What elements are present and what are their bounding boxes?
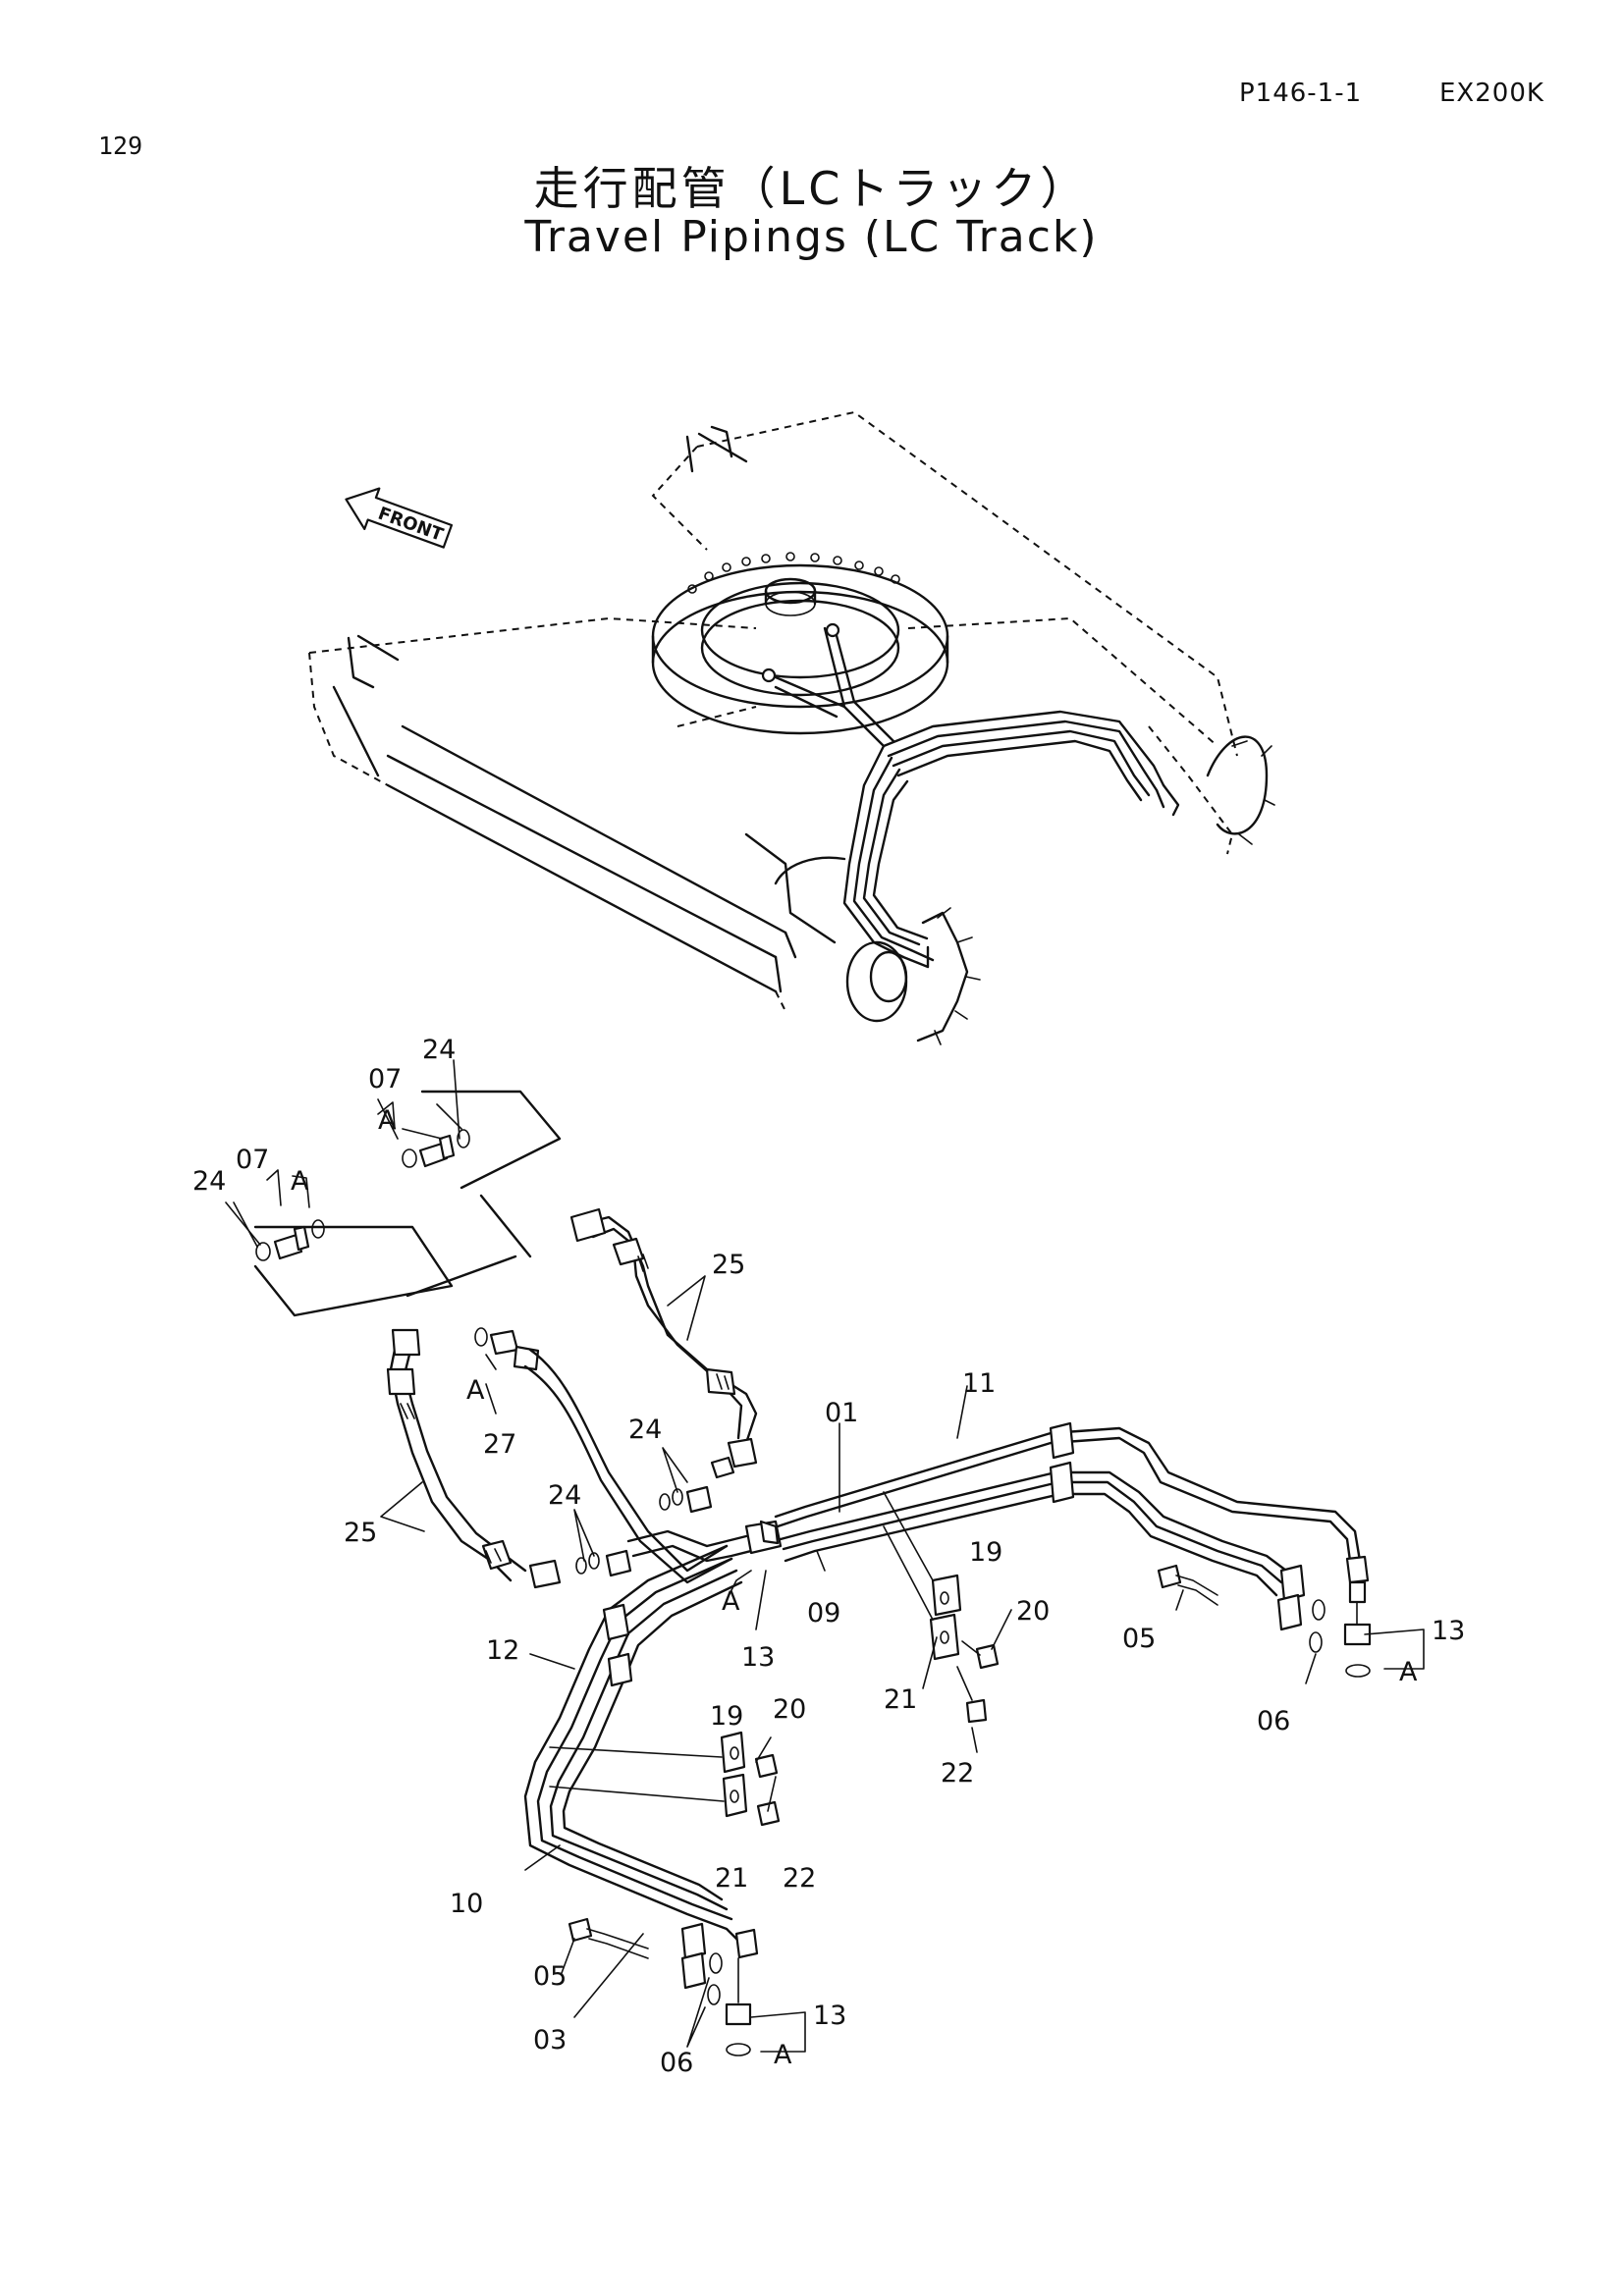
callout-07: 07 — [236, 1145, 269, 1175]
callout-13: 13 — [1432, 1616, 1465, 1646]
callout-19: 19 — [969, 1537, 1002, 1568]
hose-25-right — [569, 1207, 758, 1479]
fitting-group-left — [225, 1169, 325, 1261]
callout-24: 24 — [192, 1166, 226, 1197]
pipe-27 — [474, 1327, 733, 1584]
center-junction — [626, 1520, 783, 1563]
fitting-24-center — [575, 1485, 713, 1577]
callout-22: 22 — [941, 1758, 974, 1789]
callout-03: 03 — [533, 2025, 567, 2056]
callout-10: 10 — [450, 1889, 483, 1919]
callout-a: A — [774, 2040, 792, 2070]
callout-24: 24 — [548, 1480, 581, 1511]
page-title-english: Travel Pipings (LC Track) — [524, 212, 1099, 262]
model-code: EX200K — [1439, 79, 1544, 108]
callout-22: 22 — [783, 1863, 816, 1894]
callout-07: 07 — [368, 1064, 402, 1095]
page-number: 129 — [98, 132, 143, 160]
swing-circle-bolt-holes — [687, 552, 900, 594]
pipe-bundle-lower — [523, 1544, 781, 2056]
callout-05: 05 — [533, 1961, 567, 1992]
leader-lines — [233, 1059, 1425, 2053]
callout-a: A — [291, 1166, 309, 1197]
callout-11: 11 — [962, 1368, 996, 1399]
callout-13: 13 — [813, 2001, 846, 2031]
callout-06: 06 — [1257, 1706, 1290, 1736]
callout-labels: 24 07 A 07 24 A 25 25 27 A 24 24 11 01 0… — [192, 1035, 1465, 2078]
callout-06: 06 — [660, 2048, 693, 2078]
callout-21: 21 — [884, 1684, 917, 1715]
callout-a: A — [378, 1105, 397, 1136]
callout-25: 25 — [712, 1250, 745, 1280]
track-frame-illustration — [308, 410, 1275, 1045]
reference-code: P146-1-1 — [1239, 79, 1363, 108]
callout-12: 12 — [486, 1635, 519, 1666]
pipe-bundle-right — [774, 1421, 1372, 1724]
callout-09: 09 — [807, 1598, 840, 1629]
front-arrow: FRONT — [345, 487, 454, 549]
fitting-group-boxes — [253, 1090, 562, 1317]
callout-25: 25 — [344, 1518, 377, 1548]
callout-a: A — [1399, 1657, 1418, 1687]
callout-13: 13 — [741, 1642, 775, 1673]
fitting-group-upper — [377, 1101, 470, 1168]
callout-01: 01 — [825, 1398, 858, 1428]
callout-24: 24 — [422, 1035, 456, 1065]
callout-a: A — [722, 1586, 740, 1617]
callout-05: 05 — [1122, 1624, 1156, 1654]
callout-27: 27 — [483, 1429, 516, 1460]
callout-24: 24 — [628, 1415, 662, 1445]
callout-20: 20 — [773, 1694, 806, 1725]
hose-25-left — [386, 1328, 562, 1589]
page-title-japanese: 走行配管（LCトラック） — [533, 162, 1090, 215]
callout-19: 19 — [710, 1701, 743, 1732]
callout-a: A — [466, 1375, 485, 1406]
callout-21: 21 — [715, 1863, 748, 1894]
callout-20: 20 — [1016, 1596, 1050, 1627]
